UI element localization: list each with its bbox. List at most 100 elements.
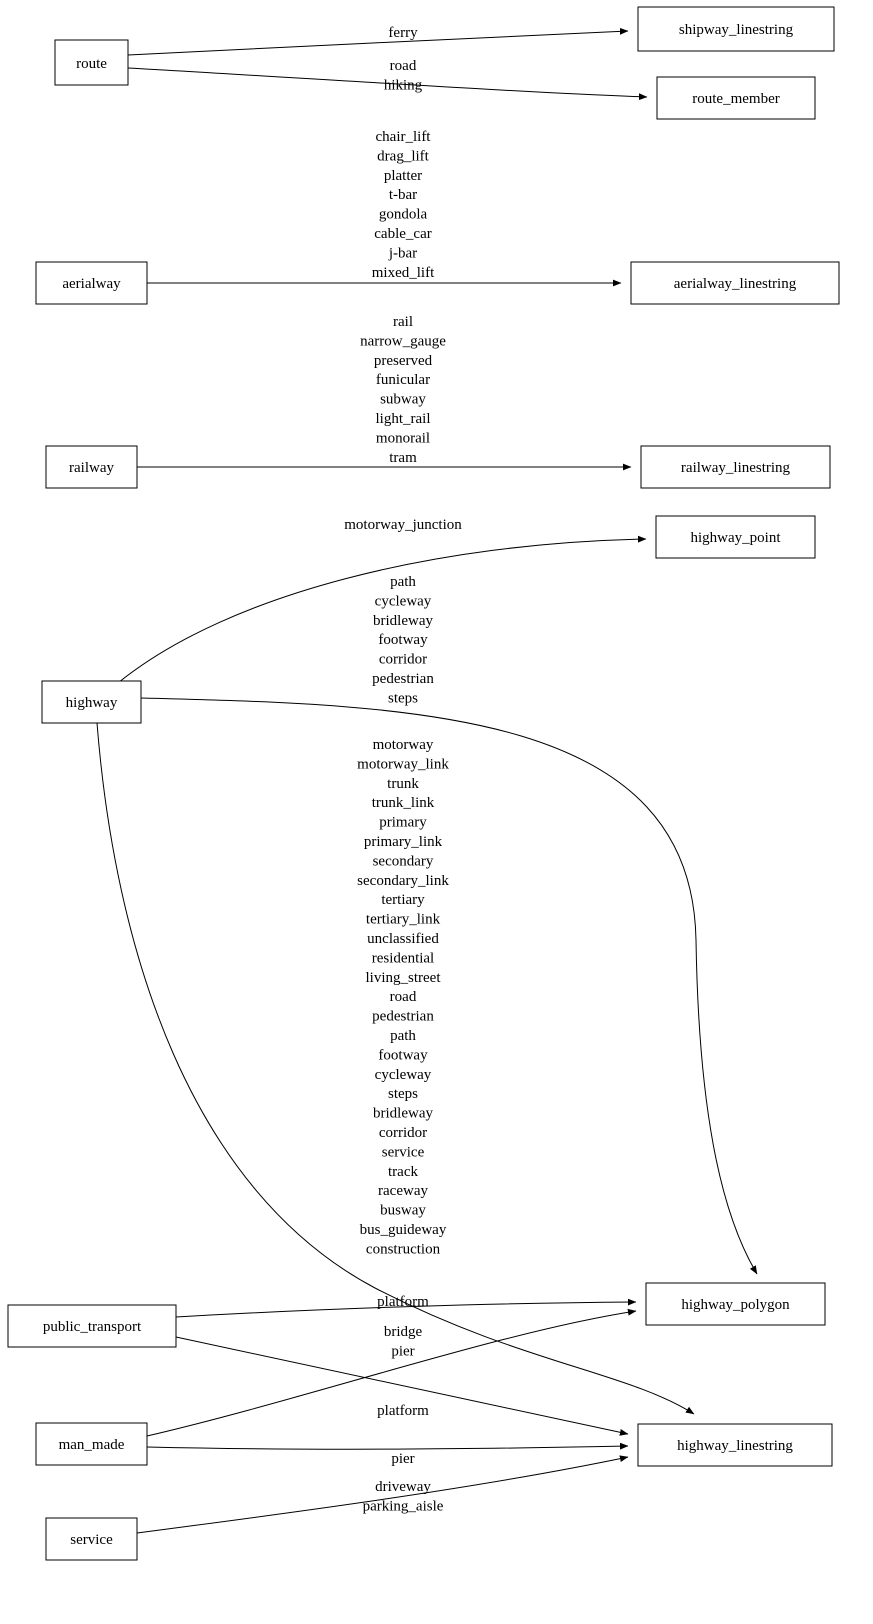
edge-label-line: tertiary_link [366, 912, 441, 928]
node-label-highway: highway [66, 695, 118, 711]
edge-label-line: motorway [373, 737, 434, 753]
node-route: route [54, 39, 129, 86]
node-shipway_linestring: shipway_linestring [637, 6, 835, 52]
edge-label-line: pedestrian [372, 1009, 434, 1025]
edge-label-line: motorway_link [357, 756, 449, 772]
node-label-man_made: man_made [59, 1437, 125, 1453]
edge-label-line: driveway [375, 1479, 431, 1495]
edge-label-highway-polygon-values: path cycleway bridleway footway corridor pede… [372, 574, 434, 706]
edge-label-platform-polygon: platform [377, 1294, 429, 1310]
node-label-aerialway_linestring: aerialway_linestring [674, 276, 797, 292]
edge-label-line: cycleway [375, 593, 432, 609]
edge-label-line: pedestrian [372, 671, 434, 687]
edge-label-line: steps [388, 1086, 418, 1102]
edge-label-driveway-parking_aisle: driveway parking_aisle [363, 1479, 444, 1514]
edge-label-line: track [388, 1164, 418, 1180]
edge-label-line: ferry [388, 25, 418, 41]
edge-label-platform-linestring: platform [377, 1403, 429, 1419]
node-railway_linestring: railway_linestring [640, 445, 831, 489]
node-service: service [45, 1517, 138, 1561]
edge-highway-highway_point [117, 535, 647, 684]
edge-label-line: tertiary [381, 892, 425, 908]
node-highway_point: highway_point [655, 515, 816, 559]
edge-label-line: rail [393, 314, 413, 330]
edge-label-line: path [390, 574, 416, 590]
edge-label-line: construction [366, 1241, 441, 1257]
edge-label-line: service [382, 1144, 425, 1160]
edge-label-motorway-junction: motorway_junction [344, 517, 462, 533]
node-aerialway_linestring: aerialway_linestring [630, 261, 840, 305]
edge-label-line: busway [380, 1203, 426, 1219]
edge-label-line: footway [378, 1047, 428, 1063]
node-label-highway_polygon: highway_polygon [681, 1297, 790, 1313]
edge-label-line: trunk_link [372, 795, 435, 811]
edge-label-line: footway [378, 632, 428, 648]
edge-label-line: pier [391, 1451, 414, 1467]
edge-man_made-highway_polygon [146, 1308, 637, 1437]
edge-route-shipway_linestring [127, 27, 629, 56]
edge-label-line: secondary [373, 853, 434, 869]
edge-label-line: pier [391, 1343, 414, 1359]
edge-label-ferry: ferry [388, 25, 418, 41]
edge-label-line: unclassified [367, 931, 439, 947]
edge-label-line: steps [388, 690, 418, 706]
node-route_member: route_member [656, 76, 816, 120]
edge-label-line: gondola [379, 207, 428, 223]
edge-label-pier-linestring: pier [391, 1451, 414, 1467]
edge-label-line: j-bar [388, 245, 417, 261]
edge-label-line: road [390, 989, 417, 1005]
edge-label-line: platform [377, 1403, 429, 1419]
node-highway_linestring: highway_linestring [637, 1423, 833, 1467]
edge-label-line: bus_guideway [360, 1222, 447, 1238]
edge-label-line: t-bar [389, 187, 417, 203]
edge-label-line: motorway_junction [344, 517, 462, 533]
node-man_made: man_made [35, 1422, 148, 1466]
edge-label-line: corridor [379, 1125, 427, 1141]
edge-label-line: bridleway [373, 613, 433, 629]
edge-label-line: tram [389, 450, 417, 466]
edge-label-line: monorail [376, 430, 430, 446]
node-label-aerialway: aerialway [62, 276, 121, 292]
edge-label-line: mixed_lift [372, 265, 435, 281]
edge-man_made-highway_linestring [146, 1442, 629, 1450]
node-label-service: service [70, 1532, 113, 1548]
edge-public_transport-highway_linestring [175, 1336, 629, 1436]
node-highway: highway [41, 680, 142, 724]
edge-label-line: hiking [384, 77, 423, 93]
edge-label-road-hiking: road hiking [384, 58, 423, 93]
edge-public_transport-highway_polygon [175, 1298, 637, 1318]
edge-highway-highway_polygon [140, 697, 758, 1275]
edge-label-line: funicular [376, 372, 430, 388]
edge-label-line: living_street [366, 970, 442, 986]
node-label-highway_linestring: highway_linestring [677, 1438, 793, 1454]
edge-label-line: raceway [378, 1183, 428, 1199]
edge-service-highway_linestring [136, 1455, 629, 1534]
edge-label-bridge-pier: bridge pier [384, 1324, 423, 1359]
edge-label-line: secondary_link [357, 873, 449, 889]
edge-route-route_member [127, 67, 648, 101]
edge-label-line: primary [379, 815, 427, 831]
edge-label-line: light_rail [376, 411, 431, 427]
edge-label-line: bridleway [373, 1106, 433, 1122]
node-label-route_member: route_member [692, 91, 779, 107]
edge-label-line: chair_lift [376, 129, 432, 145]
node-highway_polygon: highway_polygon [645, 1282, 826, 1326]
edge-label-line: path [390, 1028, 416, 1044]
node-railway: railway [45, 445, 138, 489]
node-label-railway: railway [69, 460, 114, 476]
edge-label-line: road [390, 58, 417, 74]
edge-label-line: cable_car [374, 226, 431, 242]
edge-label-line: subway [380, 392, 426, 408]
edge-label-line: bridge [384, 1324, 423, 1340]
edge-label-line: corridor [379, 652, 427, 668]
edge-highway-highway_linestring [96, 722, 695, 1415]
node-label-highway_point: highway_point [691, 530, 782, 546]
edge-label-line: platter [384, 168, 422, 184]
edge-label-line: parking_aisle [363, 1498, 444, 1514]
node-public_transport: public_transport [7, 1304, 177, 1348]
